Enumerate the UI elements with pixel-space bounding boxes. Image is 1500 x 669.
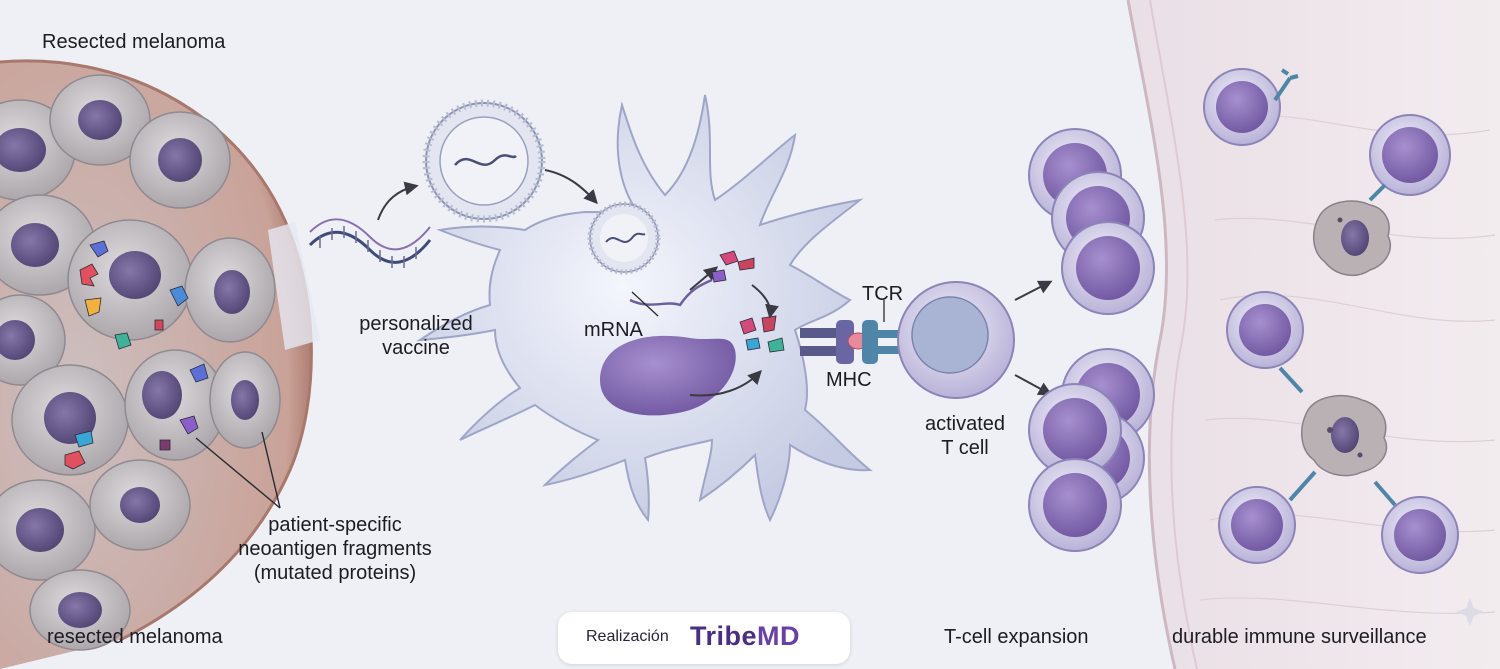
dendritic-cell: [416, 94, 873, 523]
arrow-expansion-up: [1014, 280, 1053, 301]
neoantigen-pointers: [195, 431, 281, 509]
neoantigen-label-2: neoantigen fragments: [238, 538, 432, 560]
brand-part-1: Tribe: [690, 621, 758, 651]
credit-badge: Realización TribeMD: [558, 612, 850, 664]
vessel-wall: [1126, 0, 1177, 669]
vaccine-nanoparticle: [422, 99, 546, 223]
caption-melanoma: resected melanoma: [47, 626, 223, 648]
magnification-cone: [268, 222, 320, 350]
vessel-wall-inner: [1149, 0, 1198, 669]
tcr-label: TCR: [862, 283, 904, 305]
vaccine-label-2: vaccine: [382, 337, 450, 359]
vaccine-label-1: personalized: [359, 313, 473, 335]
arrow-expansion-down: [1014, 374, 1053, 396]
tumor-nuclei: [0, 100, 259, 628]
surveillance-t-cells: [1203, 68, 1459, 574]
brand-logo: TribeMD: [690, 621, 800, 652]
activated-t-cell: [897, 281, 1015, 399]
immune-synapse: [800, 320, 910, 364]
caption-surveillance: durable immune surveillance: [1172, 626, 1427, 648]
expanded-t-cells: [1028, 128, 1155, 552]
dying-tumor-cells: [1301, 200, 1391, 477]
credit-prefix: Realización: [586, 628, 669, 645]
arrow-processing: [751, 284, 779, 319]
mhc-label: MHC: [826, 369, 872, 391]
neoantigen-label-3: (mutated proteins): [253, 562, 417, 584]
mrna-strand: [308, 218, 432, 268]
arrow-to-vaccine: [377, 181, 419, 221]
sparkle-icon: [1456, 598, 1484, 626]
activated-label-2: T cell: [941, 437, 989, 459]
arrow-to-dc: [544, 169, 598, 205]
activated-label-1: activated: [924, 413, 1006, 435]
brand-part-2: MD: [757, 621, 801, 651]
title-top: Resected melanoma: [42, 31, 226, 53]
mrna-pointer: [631, 291, 659, 317]
internalized-nanoparticle: [587, 201, 661, 275]
mrna-label: mRNA: [584, 319, 643, 341]
neoantigen-label-1: patient-specific: [268, 514, 402, 536]
caption-expansion: T-cell expansion: [944, 626, 1089, 648]
receptor-links: [1273, 68, 1397, 507]
neoantigen-fragments: [64, 240, 209, 470]
arrow-presentation: [689, 369, 762, 397]
